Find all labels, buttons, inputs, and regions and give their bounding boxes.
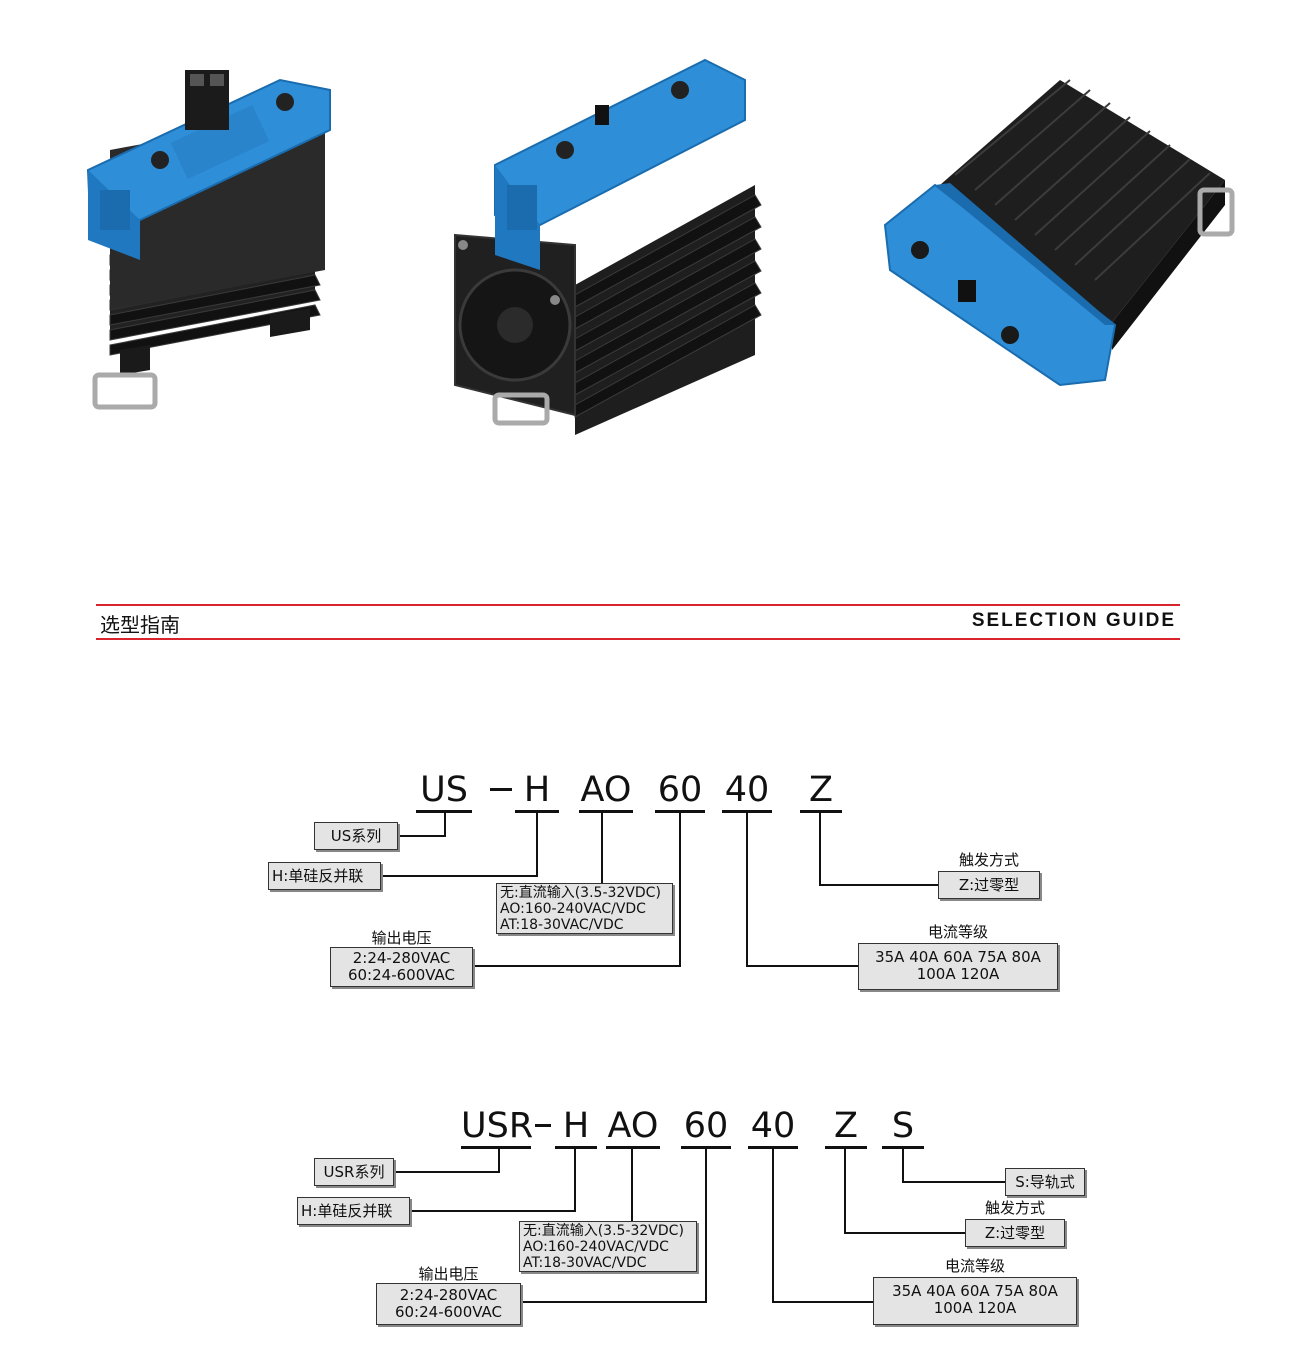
current-box: 35A 40A 60A 75A 80A 100A 120A xyxy=(873,1277,1077,1325)
cooling-fan-icon xyxy=(454,233,576,417)
code-segment-input: AO xyxy=(606,1108,660,1149)
code-segment-voltage: 60 xyxy=(681,1108,731,1149)
heatsink-icon xyxy=(940,79,1225,350)
relay-housing-icon xyxy=(86,78,331,260)
product-image-relay-with-terminal-plug xyxy=(86,70,331,410)
code-segment-current: 40 xyxy=(722,772,772,813)
code-dash xyxy=(535,1124,551,1127)
code-segment-phase: H xyxy=(515,772,559,813)
series-box: USR系列 xyxy=(314,1158,394,1186)
section-title-en: SELECTION GUIDE xyxy=(971,610,1176,631)
voltage-box: 2:24-280VAC 60:24-600VAC xyxy=(376,1283,521,1325)
mount-bracket-icon xyxy=(1197,187,1235,237)
product-image-relay-rail-mount xyxy=(883,79,1235,387)
code-segment-series: USR xyxy=(461,1108,533,1149)
mount-bracket-icon xyxy=(92,372,158,410)
code-segment-mount: S xyxy=(882,1108,924,1149)
current-label: 电流等级 xyxy=(927,923,988,941)
phase-box: H:单硅反并联 xyxy=(268,862,381,890)
code-segment-current: 40 xyxy=(748,1108,798,1149)
relay-housing-icon xyxy=(494,58,746,270)
code-dash xyxy=(490,788,512,791)
header-bottom-rule xyxy=(96,638,1180,640)
series-box: US系列 xyxy=(314,822,398,850)
code-segment-input: AO xyxy=(579,772,633,813)
voltage-label: 输出电压 xyxy=(371,929,432,947)
header-top-rule xyxy=(96,604,1180,606)
relay-housing-icon xyxy=(883,183,1117,387)
voltage-box: 2:24-280VAC 60:24-600VAC xyxy=(330,947,473,987)
code-segment-trigger: Z xyxy=(825,1108,867,1149)
section-title-cn: 选型指南 xyxy=(100,613,180,637)
code-segment-phase: H xyxy=(555,1108,597,1149)
product-image-relay-with-cooling-fan xyxy=(454,58,762,435)
section-header: 选型指南 SELECTION GUIDE xyxy=(96,600,1180,642)
input-box: 无:直流输入(3.5-32VDC) AO:160-240VAC/VDC AT:1… xyxy=(496,883,673,934)
voltage-label: 输出电压 xyxy=(418,1265,479,1283)
mount-box: S:导轨式 xyxy=(1005,1168,1085,1196)
code-segment-trigger: Z xyxy=(800,772,842,813)
trigger-label: 触发方式 xyxy=(958,851,1019,869)
input-box: 无:直流输入(3.5-32VDC) AO:160-240VAC/VDC AT:1… xyxy=(519,1221,697,1272)
code-segment-voltage: 60 xyxy=(655,772,705,813)
heatsink-icon xyxy=(574,185,762,435)
code-segment-series: US xyxy=(416,772,472,813)
current-box: 35A 40A 60A 75A 80A 100A 120A xyxy=(858,943,1058,990)
trigger-label: 触发方式 xyxy=(984,1199,1045,1217)
terminal-plug-icon xyxy=(185,70,229,130)
trigger-box: Z:过零型 xyxy=(965,1219,1065,1247)
phase-box: H:单硅反并联 xyxy=(297,1197,410,1225)
mount-bracket-icon xyxy=(492,392,550,426)
trigger-box: Z:过零型 xyxy=(938,871,1040,899)
current-label: 电流等级 xyxy=(944,1257,1005,1275)
